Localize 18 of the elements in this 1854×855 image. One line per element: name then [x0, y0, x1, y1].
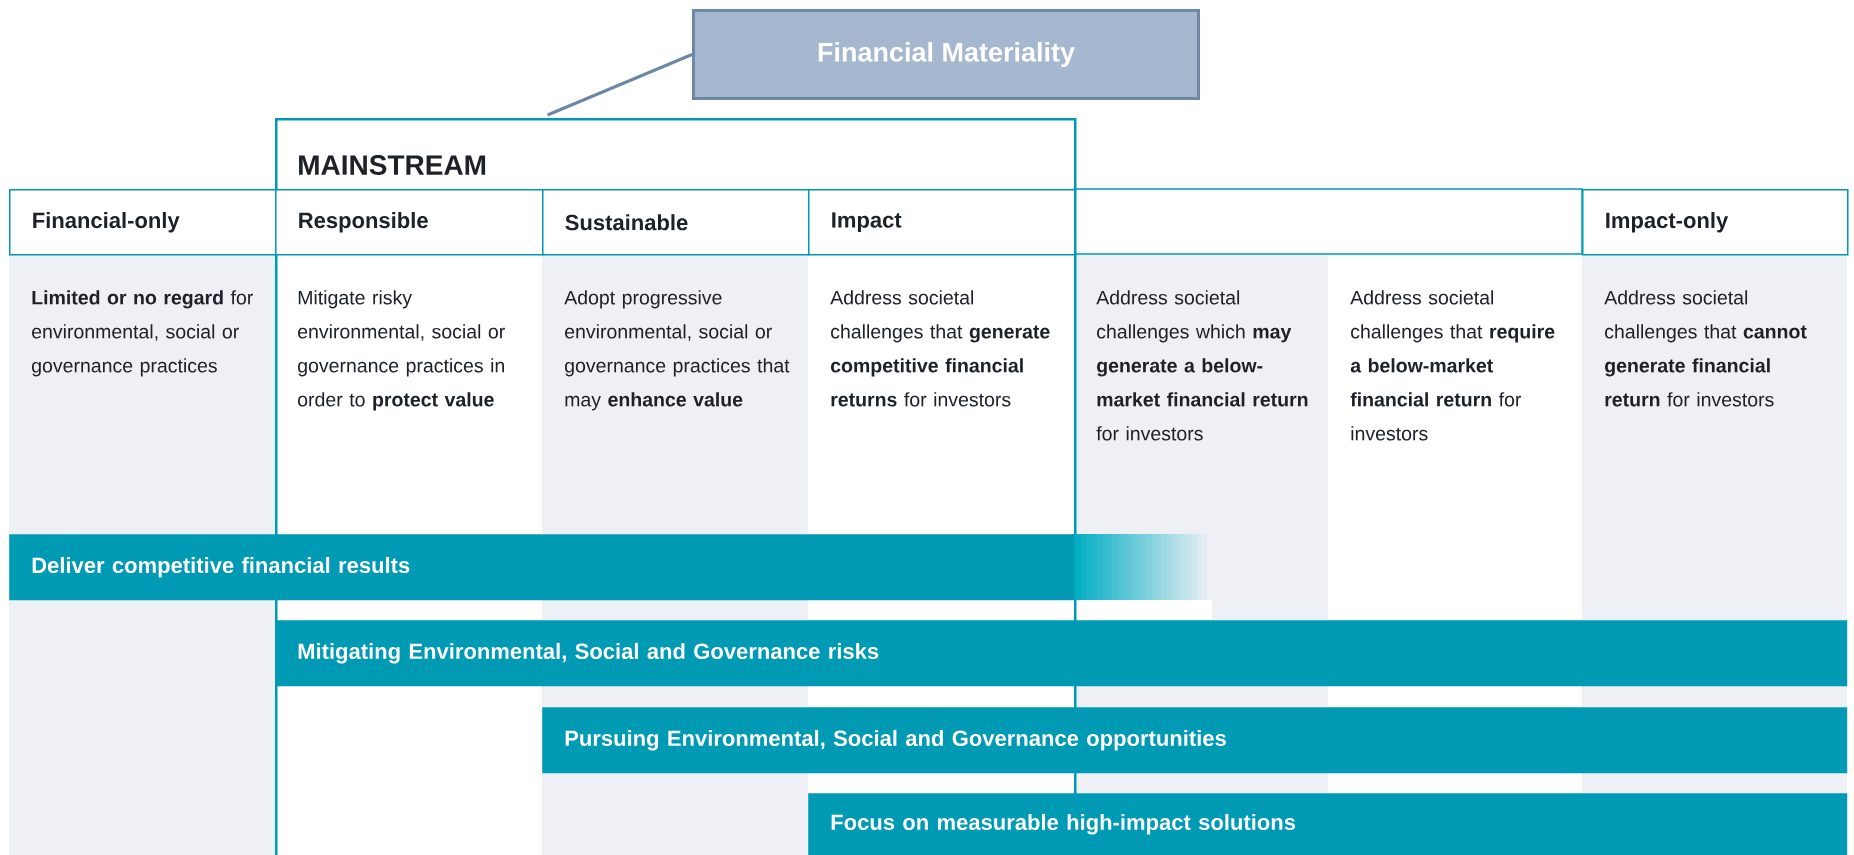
- header-cell: Responsible: [275, 189, 544, 256]
- header-cell: Sustainable: [542, 189, 810, 256]
- column-cell: Adopt progressive environmental, social or governance practices that may enhance value: [542, 254, 808, 534]
- column-cell: Address societal challenges that generate competitive financial returns for investors: [830, 290, 1050, 407]
- header-cell: Impact: [808, 189, 1076, 256]
- callout-box: Financial Materiality: [692, 9, 1200, 100]
- column-cell: Address societal challenges which may generate a below-market financial return for investors: [1074, 254, 1328, 534]
- header-cell: Impact-only: [1582, 189, 1849, 256]
- band-bar: Pursuing Environmental, Social and Governance opportunities: [542, 707, 1848, 774]
- column-cell: Mitigate risky environmental, social or governance practices in order to protect value: [298, 290, 505, 411]
- band-bar: Deliver competitive financial results: [9, 534, 1075, 601]
- leader-line: [546, 53, 693, 117]
- node-label: Address societal challenges that cannot generate financial return for investors: [1604, 290, 1807, 407]
- band-bar: Focus on measurable high-impact solutions: [808, 793, 1848, 855]
- column-cell: Limited or no regard for environmental, social or governance practices: [9, 254, 275, 534]
- column-cell: Address societal challenges that require a below-market financial return for investors: [1350, 290, 1555, 441]
- header-cell: Financial-only: [9, 189, 277, 256]
- band-bar: Mitigating Environmental, Social and Governance risks: [275, 620, 1848, 687]
